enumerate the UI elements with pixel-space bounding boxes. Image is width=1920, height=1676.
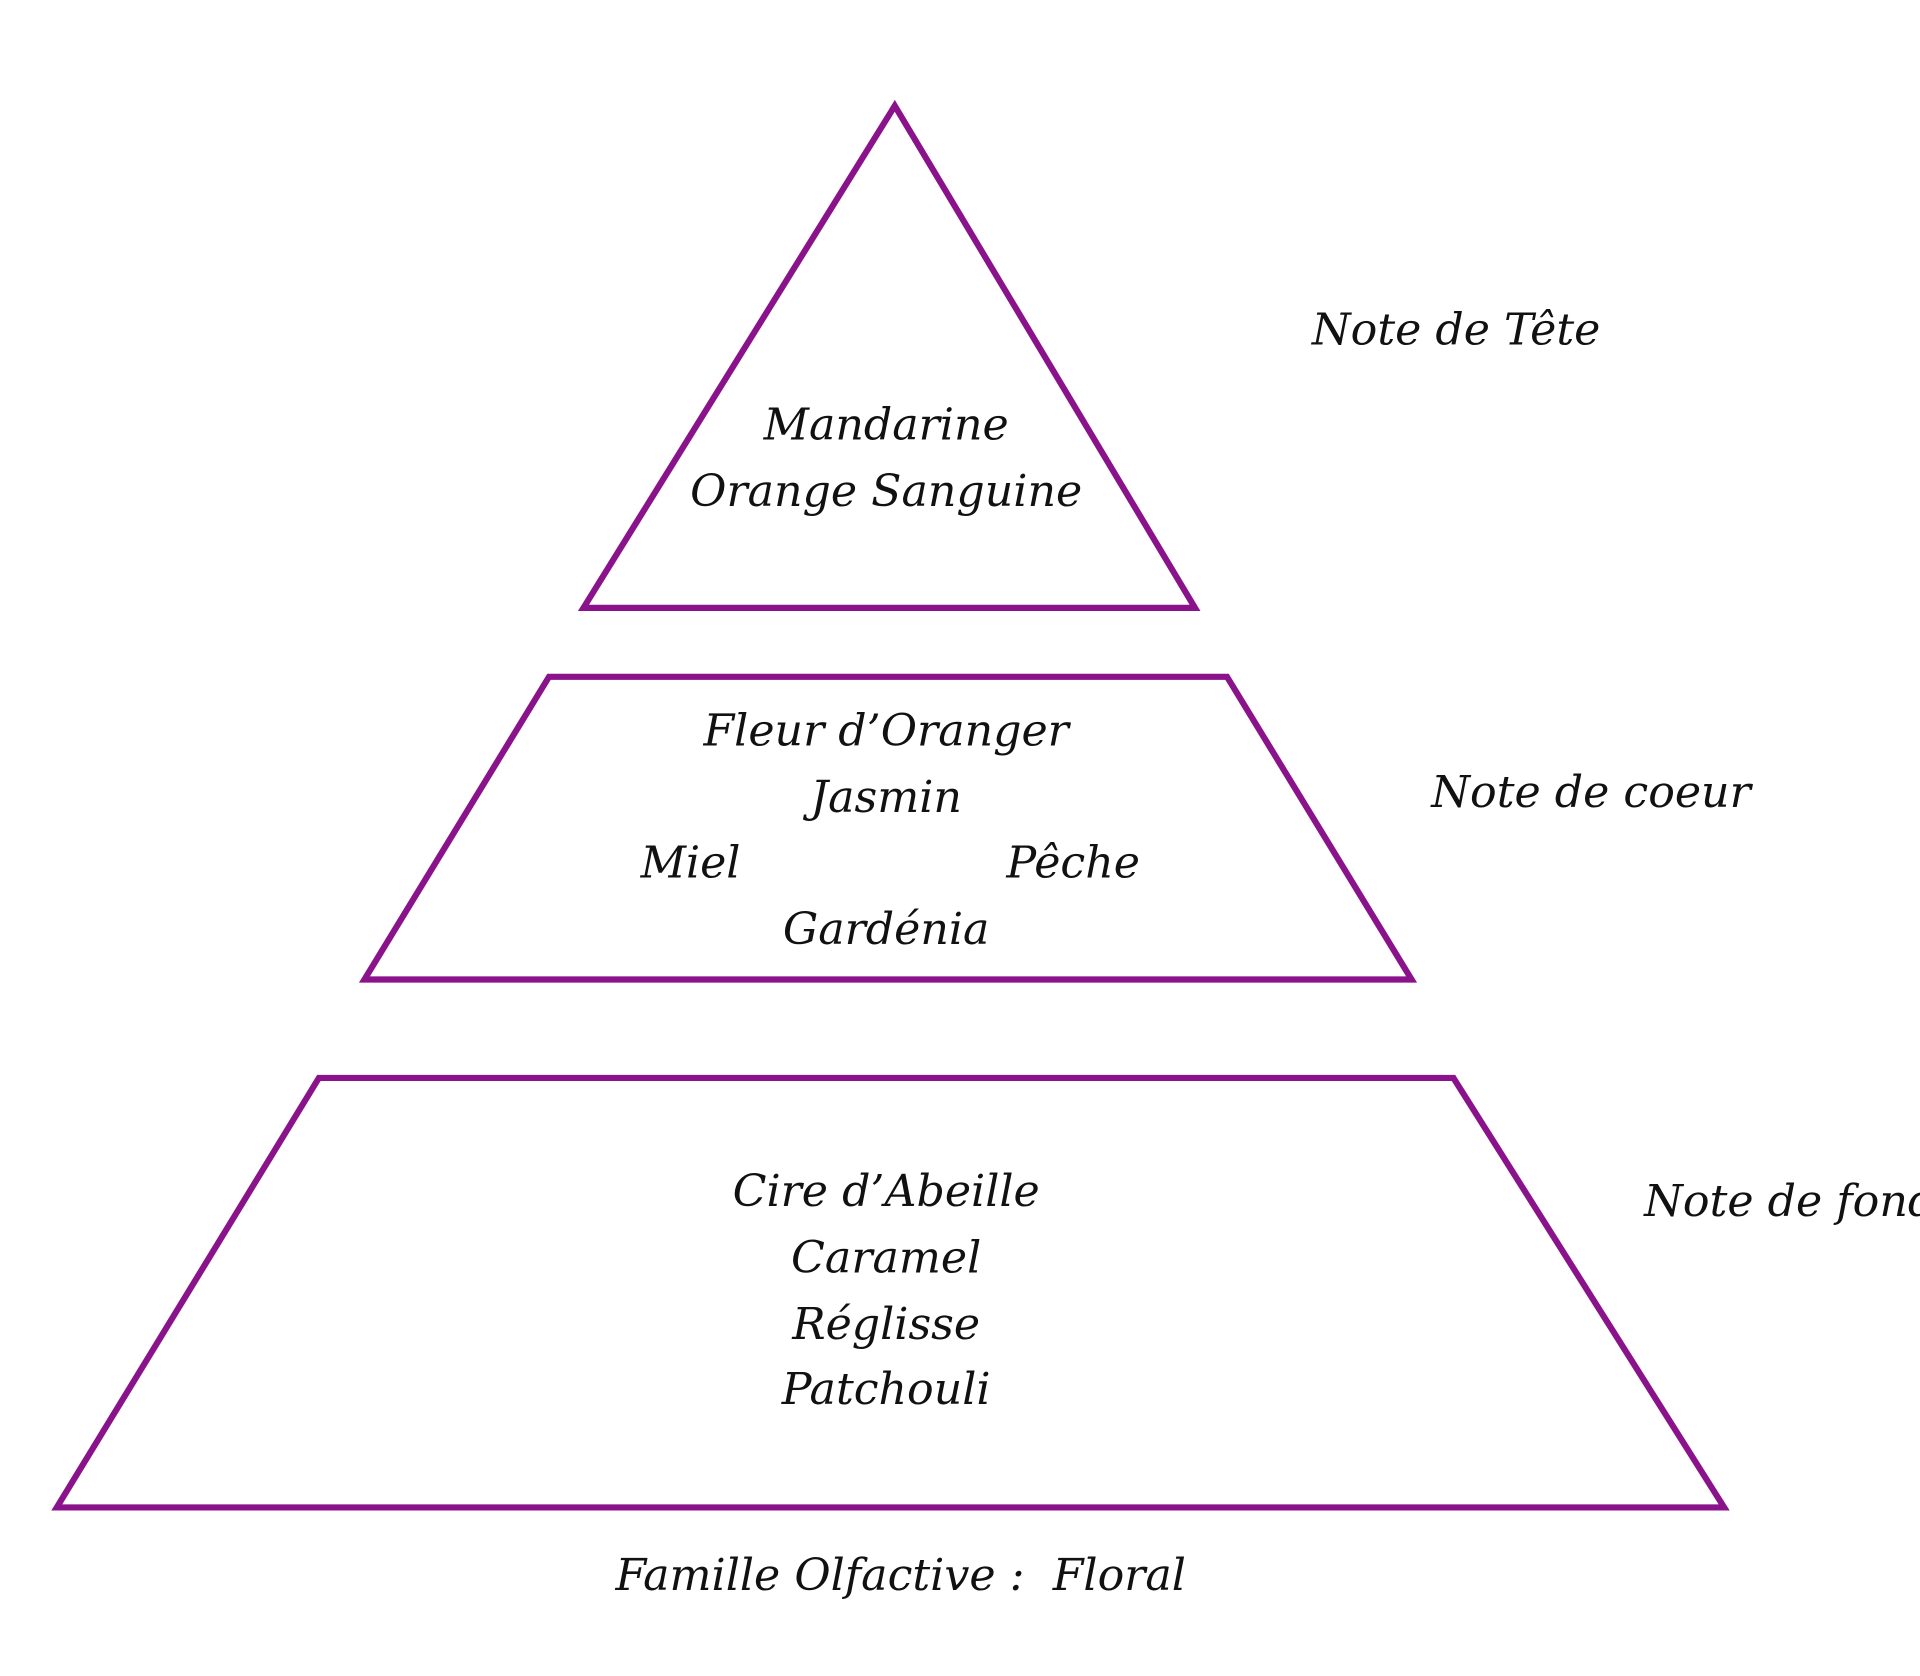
heart-notes-trapezoid xyxy=(358,673,1418,983)
base-note-item: Cire d’Abeille xyxy=(733,1166,1040,1217)
heart-note-item: Jasmin xyxy=(802,772,962,823)
base-note-item: Patchouli xyxy=(781,1364,991,1415)
heart-notes-label: Note de coeur xyxy=(1430,767,1753,818)
heart-note-item: Miel xyxy=(640,837,741,888)
base-note-item: Réglisse xyxy=(791,1299,980,1350)
heart-note-item: Gardénia xyxy=(783,904,990,955)
top-notes-triangle xyxy=(577,99,1201,611)
base-notes-label: Note de fond xyxy=(1643,1176,1920,1227)
top-note-item: Orange Sanguine xyxy=(690,466,1082,517)
base-notes-trapezoid xyxy=(51,1074,1730,1511)
heart-note-item: Fleur d’Oranger xyxy=(702,706,1071,757)
base-note-item: Caramel xyxy=(791,1232,981,1283)
olfactory-family-caption: Famille Olfactive : Floral xyxy=(614,1550,1186,1601)
top-notes-label: Note de Tête xyxy=(1311,305,1600,356)
heart-note-item: Pêche xyxy=(1005,837,1140,888)
top-note-item: Mandarine xyxy=(763,399,1009,450)
